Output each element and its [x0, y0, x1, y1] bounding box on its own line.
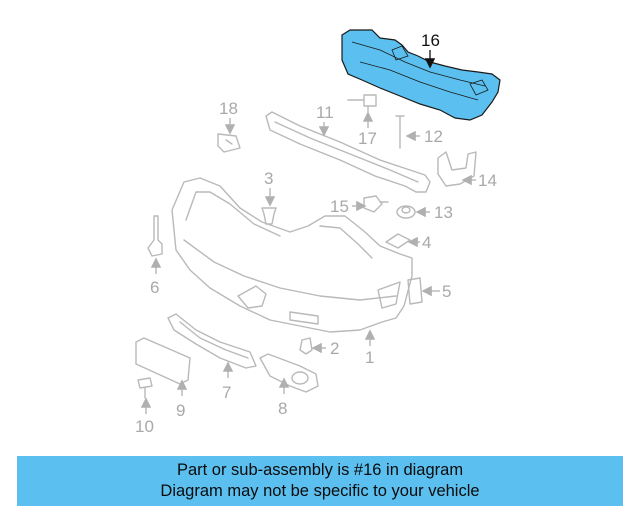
- banner-line-1: Part or sub-assembly is #16 in diagram: [176, 461, 464, 479]
- part-5-insert[interactable]: [407, 277, 423, 305]
- part-6-bracket[interactable]: [147, 215, 163, 257]
- callout-8: 8: [278, 399, 287, 418]
- callout-14: 14: [478, 171, 497, 190]
- part-10-screw[interactable]: [137, 377, 153, 399]
- callout-6: 6: [150, 278, 159, 297]
- callout-17: 17: [358, 129, 377, 148]
- part-15-bolt[interactable]: [363, 195, 389, 213]
- info-banner: Part or sub-assembly is #16 in diagram D…: [17, 456, 623, 506]
- parts-diagram: 1 2 3 4 5 6 7 8 9 10 11 12 13 14 15 16 1…: [135, 29, 501, 436]
- part-14-bracket[interactable]: [437, 151, 477, 187]
- callout-7: 7: [222, 383, 231, 402]
- callout-11: 11: [316, 103, 334, 122]
- callout-15: 15: [330, 197, 349, 216]
- callout-1: 1: [365, 348, 374, 367]
- callout-5: 5: [442, 282, 451, 301]
- part-8-fog-trim[interactable]: [259, 353, 319, 393]
- callout-18: 18: [219, 99, 238, 118]
- banner-line-2: Diagram may not be specific to your vehi…: [160, 482, 480, 500]
- part-17-bolt[interactable]: [347, 94, 377, 113]
- callout-9: 9: [176, 401, 185, 420]
- part-1-bumper-cover[interactable]: [171, 177, 413, 333]
- part-18-clip[interactable]: [217, 133, 241, 153]
- callout-2: 2: [330, 339, 339, 358]
- part-4-clip[interactable]: [385, 233, 411, 249]
- part-7-grille[interactable]: [167, 313, 257, 369]
- part-3-pin[interactable]: [261, 207, 277, 225]
- callout-12: 12: [424, 127, 443, 146]
- callout-10: 10: [135, 417, 154, 436]
- callout-4: 4: [422, 233, 431, 252]
- part-11-reinforcement[interactable]: [265, 111, 431, 193]
- part-16-energy-absorber[interactable]: [341, 29, 501, 121]
- part-12-bolt[interactable]: [395, 115, 405, 149]
- callout-13: 13: [434, 203, 453, 222]
- part-13-nut[interactable]: [396, 205, 416, 219]
- part-9-license-bracket[interactable]: [135, 337, 191, 385]
- callout-3: 3: [264, 169, 273, 188]
- part-2-pin[interactable]: [299, 337, 313, 355]
- callout-16: 16: [421, 31, 440, 50]
